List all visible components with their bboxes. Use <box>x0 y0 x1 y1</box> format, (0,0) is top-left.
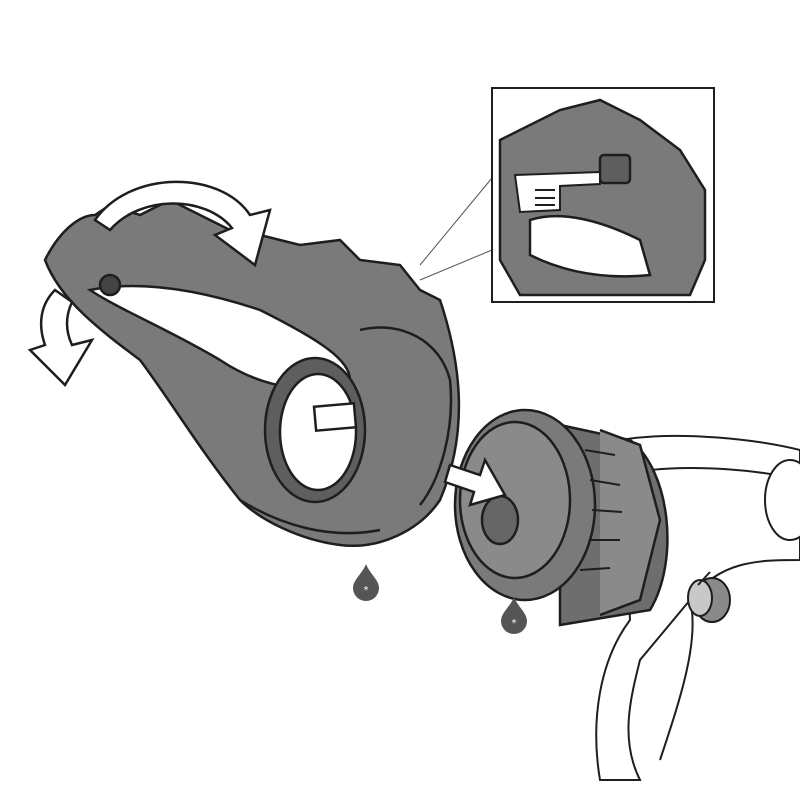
pointing-hand-icon <box>513 170 601 214</box>
lubricant-drop-right: * <box>501 597 527 634</box>
lubricant-drop-left: * <box>353 564 379 601</box>
detail-inset <box>419 87 715 303</box>
svg-text:*: * <box>512 618 517 629</box>
lock-screw <box>687 571 731 623</box>
curved-arrow-down-icon <box>27 288 95 388</box>
rotate-arrow <box>93 180 272 268</box>
curved-arrow-icon <box>93 180 272 268</box>
grip-end-body <box>453 408 669 627</box>
arrow-right-icon <box>443 456 507 507</box>
lubricant-drop-icon <box>353 564 379 601</box>
svg-text:*: * <box>364 585 369 596</box>
tilt-arrow <box>27 288 95 388</box>
lubricant-drop-icon <box>501 597 527 634</box>
clamp-part <box>43 198 461 547</box>
push-arrow <box>443 456 507 507</box>
